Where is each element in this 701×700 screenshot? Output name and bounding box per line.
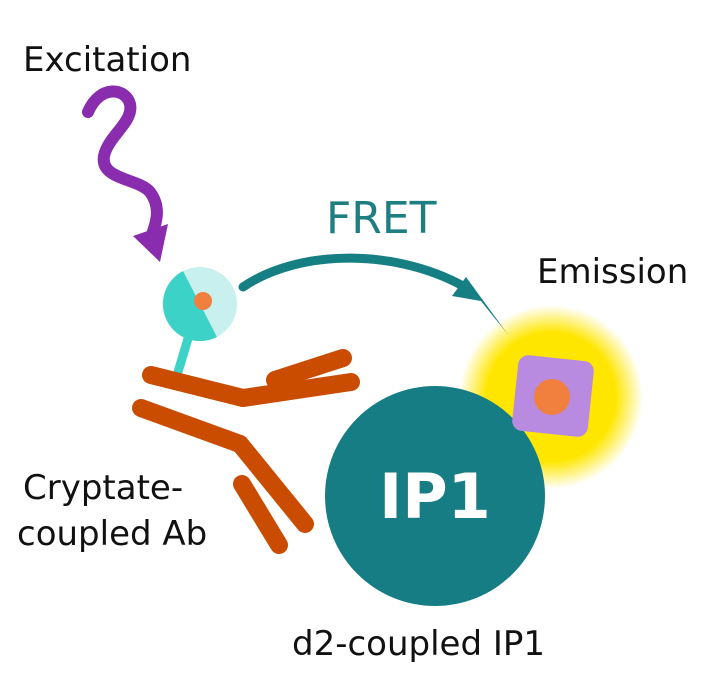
excitation-label: Excitation (23, 40, 191, 80)
antibody-caption-line1: Cryptate- (23, 468, 183, 508)
antibody-icon (132, 349, 360, 554)
excitation-wave-arrow (82, 85, 163, 246)
d2-acceptor-icon (512, 355, 594, 437)
emission-label: Emission (537, 252, 688, 292)
excitation-arrowhead (133, 224, 168, 262)
fret-label: FRET (326, 193, 437, 244)
cryptate-donor-icon (162, 267, 237, 342)
antibody-caption-line2: coupled Ab (17, 514, 207, 554)
fret-arrowhead (452, 277, 509, 336)
ip1-circle (325, 386, 545, 606)
ip1-circle-label: IP1 (379, 460, 491, 533)
ip1-caption: d2-coupled IP1 (292, 624, 545, 664)
fret-arrow (238, 253, 475, 295)
